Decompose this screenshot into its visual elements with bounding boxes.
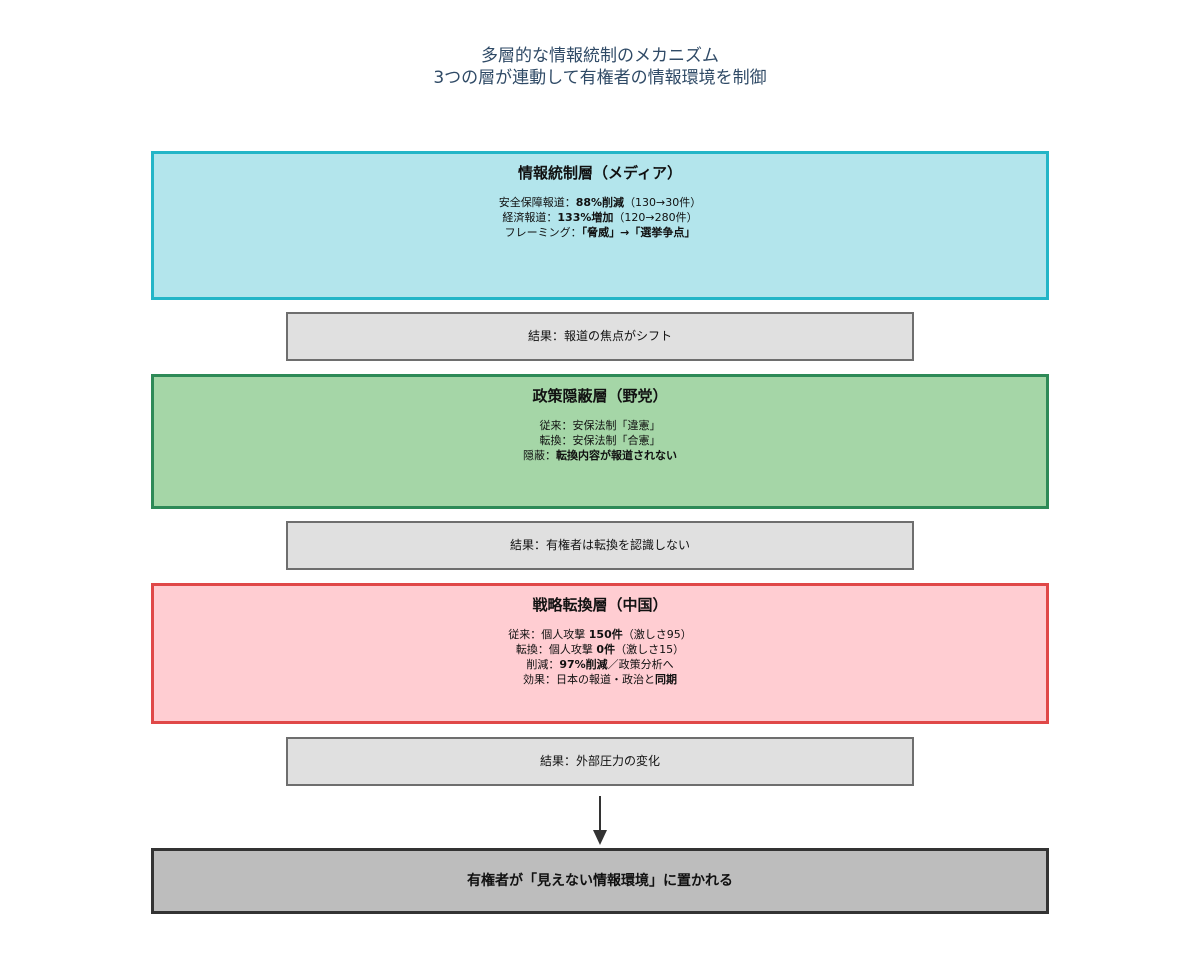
detail-line: 従来：個人攻撃 150件（激しさ95） — [154, 627, 1046, 642]
detail-prefix: 転換：個人攻撃 — [515, 643, 597, 656]
policy-concealment-layer-box: 政策隠蔽層（野党） 従来：安保法制「違憲」 転換：安保法制「合憲」 隠蔽：転換内… — [151, 374, 1049, 509]
layer-heading: 政策隠蔽層（野党） — [532, 387, 668, 405]
detail-line: 従来：安保法制「違憲」 — [154, 418, 1046, 433]
detail-emphasis: 「脅威」→「選挙争点」 — [581, 226, 696, 239]
diagram-subtitle: 3つの層が連動して有権者の情報環境を制御 — [433, 68, 767, 88]
detail-prefix: フレーミング： — [504, 226, 582, 239]
layer-details: 安全保障報道：88%削減（130→30件） 経済報道：133%増加（120→28… — [154, 195, 1046, 240]
detail-suffix: （120→280件） — [613, 211, 698, 224]
result-box-1: 結果：報道の焦点がシフト — [286, 312, 914, 361]
detail-prefix: 経済報道： — [502, 211, 558, 224]
detail-emphasis: 同期 — [655, 673, 677, 686]
detail-suffix: （激しさ15） — [615, 643, 685, 656]
detail-suffix: （130→30件） — [624, 196, 702, 209]
detail-suffix: （激しさ95） — [622, 628, 692, 641]
strategy-shift-layer-box: 戦略転換層（中国） 従来：個人攻撃 150件（激しさ95） 転換：個人攻撃 0件… — [151, 583, 1049, 724]
detail-emphasis: 150件 — [588, 628, 623, 641]
detail-suffix: ／政策分析へ — [607, 658, 674, 671]
layer-details: 従来：個人攻撃 150件（激しさ95） 転換：個人攻撃 0件（激しさ15） 削減… — [154, 627, 1046, 687]
detail-line: 転換：個人攻撃 0件（激しさ15） — [154, 642, 1046, 657]
detail-emphasis: 88%削減 — [575, 196, 625, 209]
detail-prefix: 転換：安保法制「合憲」 — [539, 434, 661, 447]
layer-details: 従来：安保法制「違憲」 転換：安保法制「合憲」 隠蔽：転換内容が報道されない — [154, 418, 1046, 463]
detail-emphasis: 133%増加 — [557, 211, 614, 224]
detail-line: 削減：97%削減／政策分析へ — [154, 657, 1046, 672]
detail-line: 隠蔽：転換内容が報道されない — [154, 448, 1046, 463]
detail-emphasis: 転換内容が報道されない — [556, 449, 677, 462]
result-box-3: 結果：外部圧力の変化 — [286, 737, 914, 786]
layer-heading: 戦略転換層（中国） — [532, 596, 668, 614]
detail-prefix: 従来：個人攻撃 — [508, 628, 589, 641]
detail-prefix: 隠蔽： — [523, 449, 556, 462]
result-box-2: 結果：有権者は転換を認識しない — [286, 521, 914, 570]
detail-prefix: 削減： — [526, 658, 560, 671]
detail-prefix: 従来：安保法制「違憲」 — [539, 419, 661, 432]
detail-line: 経済報道：133%増加（120→280件） — [154, 210, 1046, 225]
detail-line: フレーミング：「脅威」→「選挙争点」 — [154, 225, 1046, 240]
diagram-title: 多層的な情報統制のメカニズム — [481, 46, 719, 66]
down-arrow-icon — [593, 796, 607, 845]
detail-line: 安全保障報道：88%削減（130→30件） — [154, 195, 1046, 210]
media-control-layer-box: 情報統制層（メディア） 安全保障報道：88%削減（130→30件） 経済報道：1… — [151, 151, 1049, 300]
detail-prefix: 安全保障報道： — [498, 196, 576, 209]
detail-emphasis: 97%削減 — [559, 658, 608, 671]
conclusion-box: 有権者が「見えない情報環境」に置かれる — [151, 848, 1049, 914]
detail-prefix: 効果：日本の報道・政治と — [523, 673, 655, 686]
detail-line: 転換：安保法制「合憲」 — [154, 433, 1046, 448]
layer-heading: 情報統制層（メディア） — [518, 164, 682, 182]
detail-line: 効果：日本の報道・政治と同期 — [154, 672, 1046, 687]
detail-emphasis: 0件 — [596, 643, 616, 656]
